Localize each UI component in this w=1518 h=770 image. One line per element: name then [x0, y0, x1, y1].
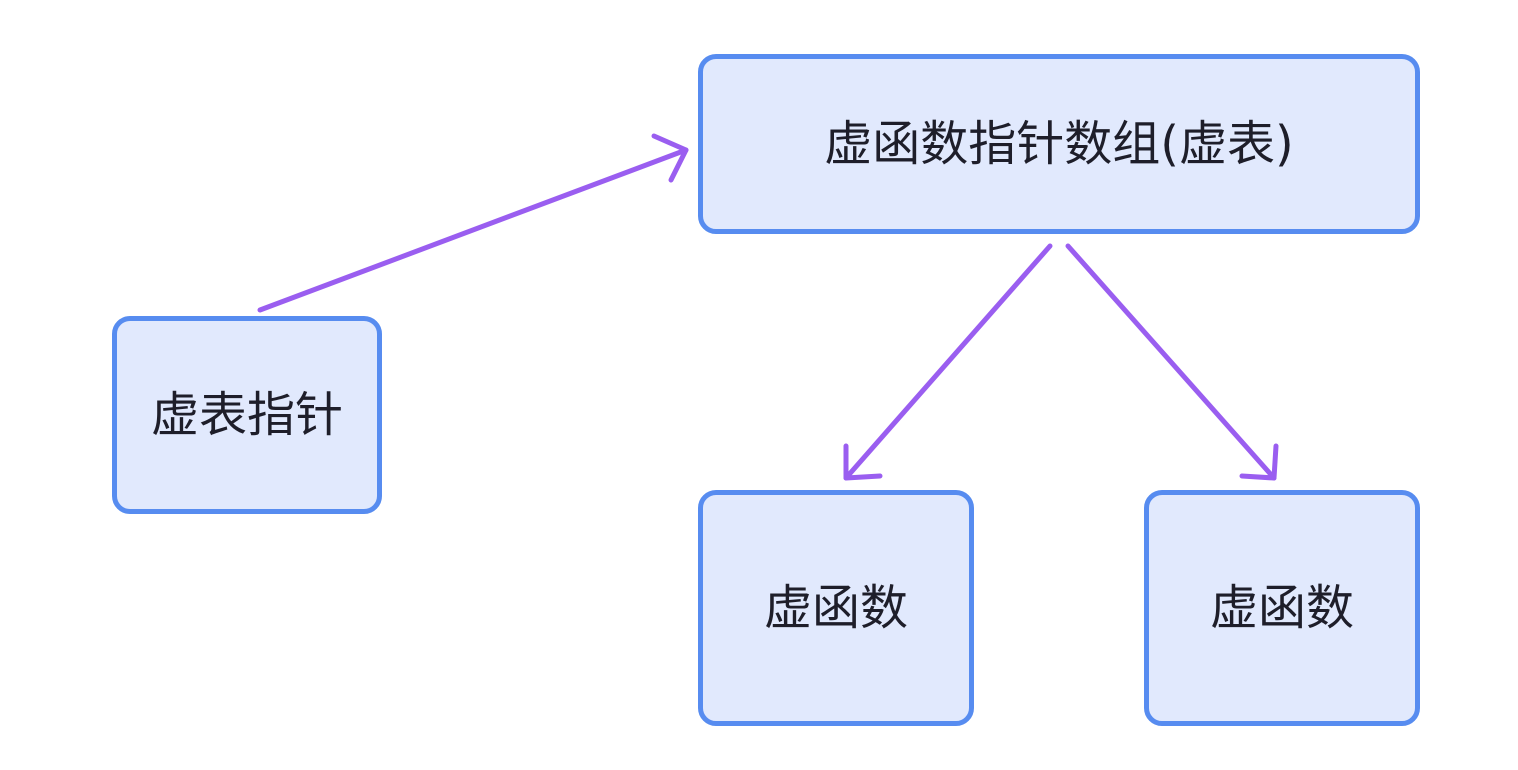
- arrow-vptr-to-vtable: [257, 133, 689, 313]
- node-vtable-pointer: 虚表指针: [112, 316, 382, 514]
- node-label: 虚表指针: [150, 387, 343, 443]
- arrow-vtable-to-virtual-function-1: [843, 243, 1053, 481]
- node-label: 虚函数: [763, 580, 908, 636]
- arrow-vtable-to-virtual-function-2: [1065, 243, 1279, 481]
- node-virtual-function-1: 虚函数: [698, 490, 974, 726]
- node-virtual-function-2: 虚函数: [1144, 490, 1420, 726]
- node-label: 虚函数指针数组(虚表): [824, 116, 1294, 172]
- node-label: 虚函数: [1209, 580, 1354, 636]
- node-vtable-array: 虚函数指针数组(虚表): [698, 54, 1420, 234]
